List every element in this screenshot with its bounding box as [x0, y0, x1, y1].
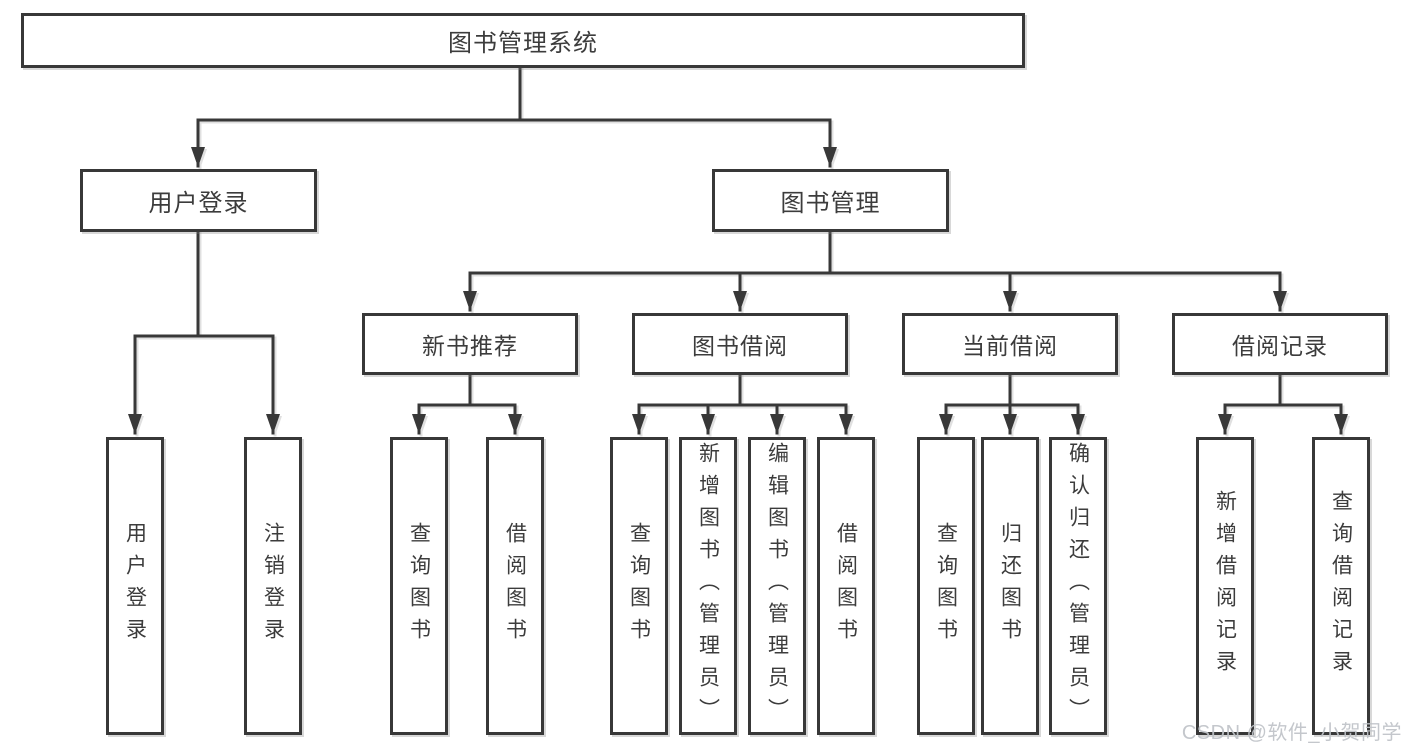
node-leaf-edit-book-admin: 编辑图书（管理员） — [748, 437, 806, 735]
node-leaf-borrow-books-2: 借阅图书 — [817, 437, 875, 735]
node-leaf-add-book-admin: 新增图书（管理员） — [679, 437, 737, 735]
node-book-borrowing: 图书借阅 — [632, 313, 848, 375]
node-borrowing-records: 借阅记录 — [1172, 313, 1388, 375]
node-leaf-query-books-label: 查询图书 — [407, 522, 431, 650]
node-leaf-confirm-return-admin-label: 确认归还（管理员） — [1066, 442, 1090, 730]
node-leaf-query-borrow-record: 查询借阅记录 — [1312, 437, 1370, 735]
node-current-borrowing: 当前借阅 — [902, 313, 1118, 375]
node-leaf-query-borrow-record-label: 查询借阅记录 — [1329, 490, 1353, 682]
node-new-book-recommend: 新书推荐 — [362, 313, 578, 375]
node-leaf-add-borrow-record: 新增借阅记录 — [1196, 437, 1254, 735]
node-leaf-query-books-3-label: 查询图书 — [934, 522, 958, 650]
node-leaf-logout: 注销登录 — [244, 437, 302, 735]
node-leaf-return-book: 归还图书 — [981, 437, 1039, 735]
node-borrowing-records-label: 借阅记录 — [1232, 333, 1328, 359]
node-book-management-label: 图书管理 — [780, 190, 881, 217]
node-leaf-add-book-admin-label: 新增图书（管理员） — [696, 442, 720, 730]
node-leaf-query-books-3: 查询图书 — [917, 437, 975, 735]
node-leaf-user-login: 用户登录 — [106, 437, 164, 735]
node-book-management: 图书管理 — [712, 169, 949, 232]
node-leaf-borrow-books: 借阅图书 — [486, 437, 544, 735]
node-leaf-query-books-2-label: 查询图书 — [627, 522, 651, 650]
node-library-management-system: 图书管理系统 — [21, 13, 1025, 68]
node-leaf-borrow-books-2-label: 借阅图书 — [834, 522, 858, 650]
node-leaf-edit-book-admin-label: 编辑图书（管理员） — [765, 442, 789, 730]
node-leaf-logout-label: 注销登录 — [261, 522, 285, 650]
node-leaf-add-borrow-record-label: 新增借阅记录 — [1213, 490, 1237, 682]
node-user-login: 用户登录 — [80, 169, 317, 232]
node-leaf-borrow-books-label: 借阅图书 — [503, 522, 527, 650]
node-leaf-user-login-label: 用户登录 — [123, 522, 147, 650]
node-leaf-confirm-return-admin: 确认归还（管理员） — [1049, 437, 1107, 735]
node-leaf-return-book-label: 归还图书 — [998, 522, 1022, 650]
node-leaf-query-books-2: 查询图书 — [610, 437, 668, 735]
node-leaf-query-books: 查询图书 — [390, 437, 448, 735]
node-library-management-system-label: 图书管理系统 — [448, 30, 598, 57]
node-new-book-recommend-label: 新书推荐 — [422, 333, 518, 359]
watermark-csdn: CSDN @软件_小贺同学 — [1181, 722, 1402, 744]
node-book-borrowing-label: 图书借阅 — [692, 333, 788, 359]
node-user-login-label: 用户登录 — [148, 190, 249, 217]
node-current-borrowing-label: 当前借阅 — [962, 333, 1058, 359]
